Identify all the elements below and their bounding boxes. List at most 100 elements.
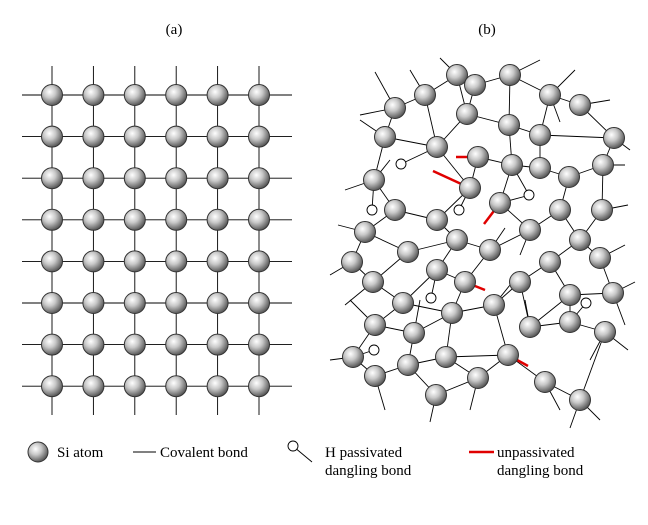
si-atom [206,84,229,106]
si-atom [497,344,519,366]
si-atom [165,333,188,356]
legend-si-atom-label: Si atom [57,445,104,461]
panel-label-b: (b) [478,22,496,38]
si-atom [467,146,489,168]
si-atom [82,250,105,273]
amorphous-atoms [341,64,625,411]
si-atom [592,154,614,176]
si-atom [384,199,406,221]
legend-h-passivated-label-1: H passivated [325,445,403,461]
si-atom [558,166,580,188]
si-atom [441,302,463,324]
si-atom [41,167,63,190]
hydrogen-atom [523,189,535,201]
si-atom [165,84,188,106]
si-atom [464,74,486,96]
amorphous-bond [539,134,615,139]
si-atom [397,241,419,263]
si-atom [501,154,523,176]
si-atom [456,103,478,125]
si-atom [489,192,511,214]
legend-covalent-bond-label: Covalent bond [160,445,248,461]
si-atom [82,333,105,356]
legend: Si atom Covalent bond H passivated dangl… [27,440,584,479]
si-atom [342,346,364,368]
si-atom [248,125,270,148]
si-atom [559,284,581,306]
si-atom [549,199,571,221]
legend-si-atom-icon [27,441,49,463]
si-atom [364,314,386,336]
si-atom [589,247,611,269]
si-atom [41,84,63,106]
si-atom [165,375,188,398]
legend-h-passivated-label-2: dangling bond [325,463,412,479]
si-atom [341,251,363,273]
si-atom [82,167,105,190]
hydrogen-atom [395,158,407,170]
legend-h-atom-icon [287,440,299,452]
si-atom [539,84,561,106]
si-atom [123,208,146,231]
si-atom [479,239,501,261]
si-atom [123,250,146,273]
si-atom [603,127,625,149]
si-atom [82,375,105,398]
si-atom [426,259,448,281]
si-atom [41,125,63,148]
si-atom [403,322,425,344]
si-atom [426,136,448,158]
si-atom [397,354,419,376]
si-atom [123,292,146,314]
si-atom [446,229,468,251]
si-atom [483,294,505,316]
si-atom [498,114,520,136]
si-atom [425,384,447,406]
si-atom [41,208,63,231]
hydrogen-atom [368,344,380,356]
si-atom [354,221,376,243]
si-atom [165,250,188,273]
si-atom [459,177,481,199]
si-atom [206,250,229,273]
si-atom [519,219,541,241]
si-atom [82,292,105,314]
si-atom [392,292,414,314]
legend-unpassivated-label-1-visible: unpassivated [497,445,575,461]
si-atom [82,125,105,148]
hydrogen-atom [425,292,437,304]
legend-unpassivated-label-2: dangling bond [497,463,584,479]
si-atom [206,375,229,398]
si-atom [82,84,105,106]
si-atom [165,167,188,190]
crystal-bonds [22,66,292,415]
si-atom [414,84,436,106]
si-atom [206,208,229,231]
si-atom [594,321,616,343]
hydrogen-atom [580,297,592,309]
si-atom [248,250,270,273]
si-atom [165,208,188,231]
si-atom [206,167,229,190]
si-atom [248,333,270,356]
amorphous-silicon-network [329,57,636,429]
si-atom [41,292,63,314]
si-atom [248,84,270,106]
si-atom [248,292,270,314]
si-atom [529,157,551,179]
hydrogen-atom [453,204,465,216]
si-atom [206,292,229,314]
si-atom [529,124,551,146]
si-atom [123,125,146,148]
si-atom [602,282,624,304]
si-atom [569,94,591,116]
si-atom [82,208,105,231]
si-atom [509,271,531,293]
si-atom [374,126,396,148]
si-atom [467,367,489,389]
si-atom [591,199,613,221]
si-atom [206,125,229,148]
si-atom [41,375,63,398]
si-atom [165,292,188,314]
